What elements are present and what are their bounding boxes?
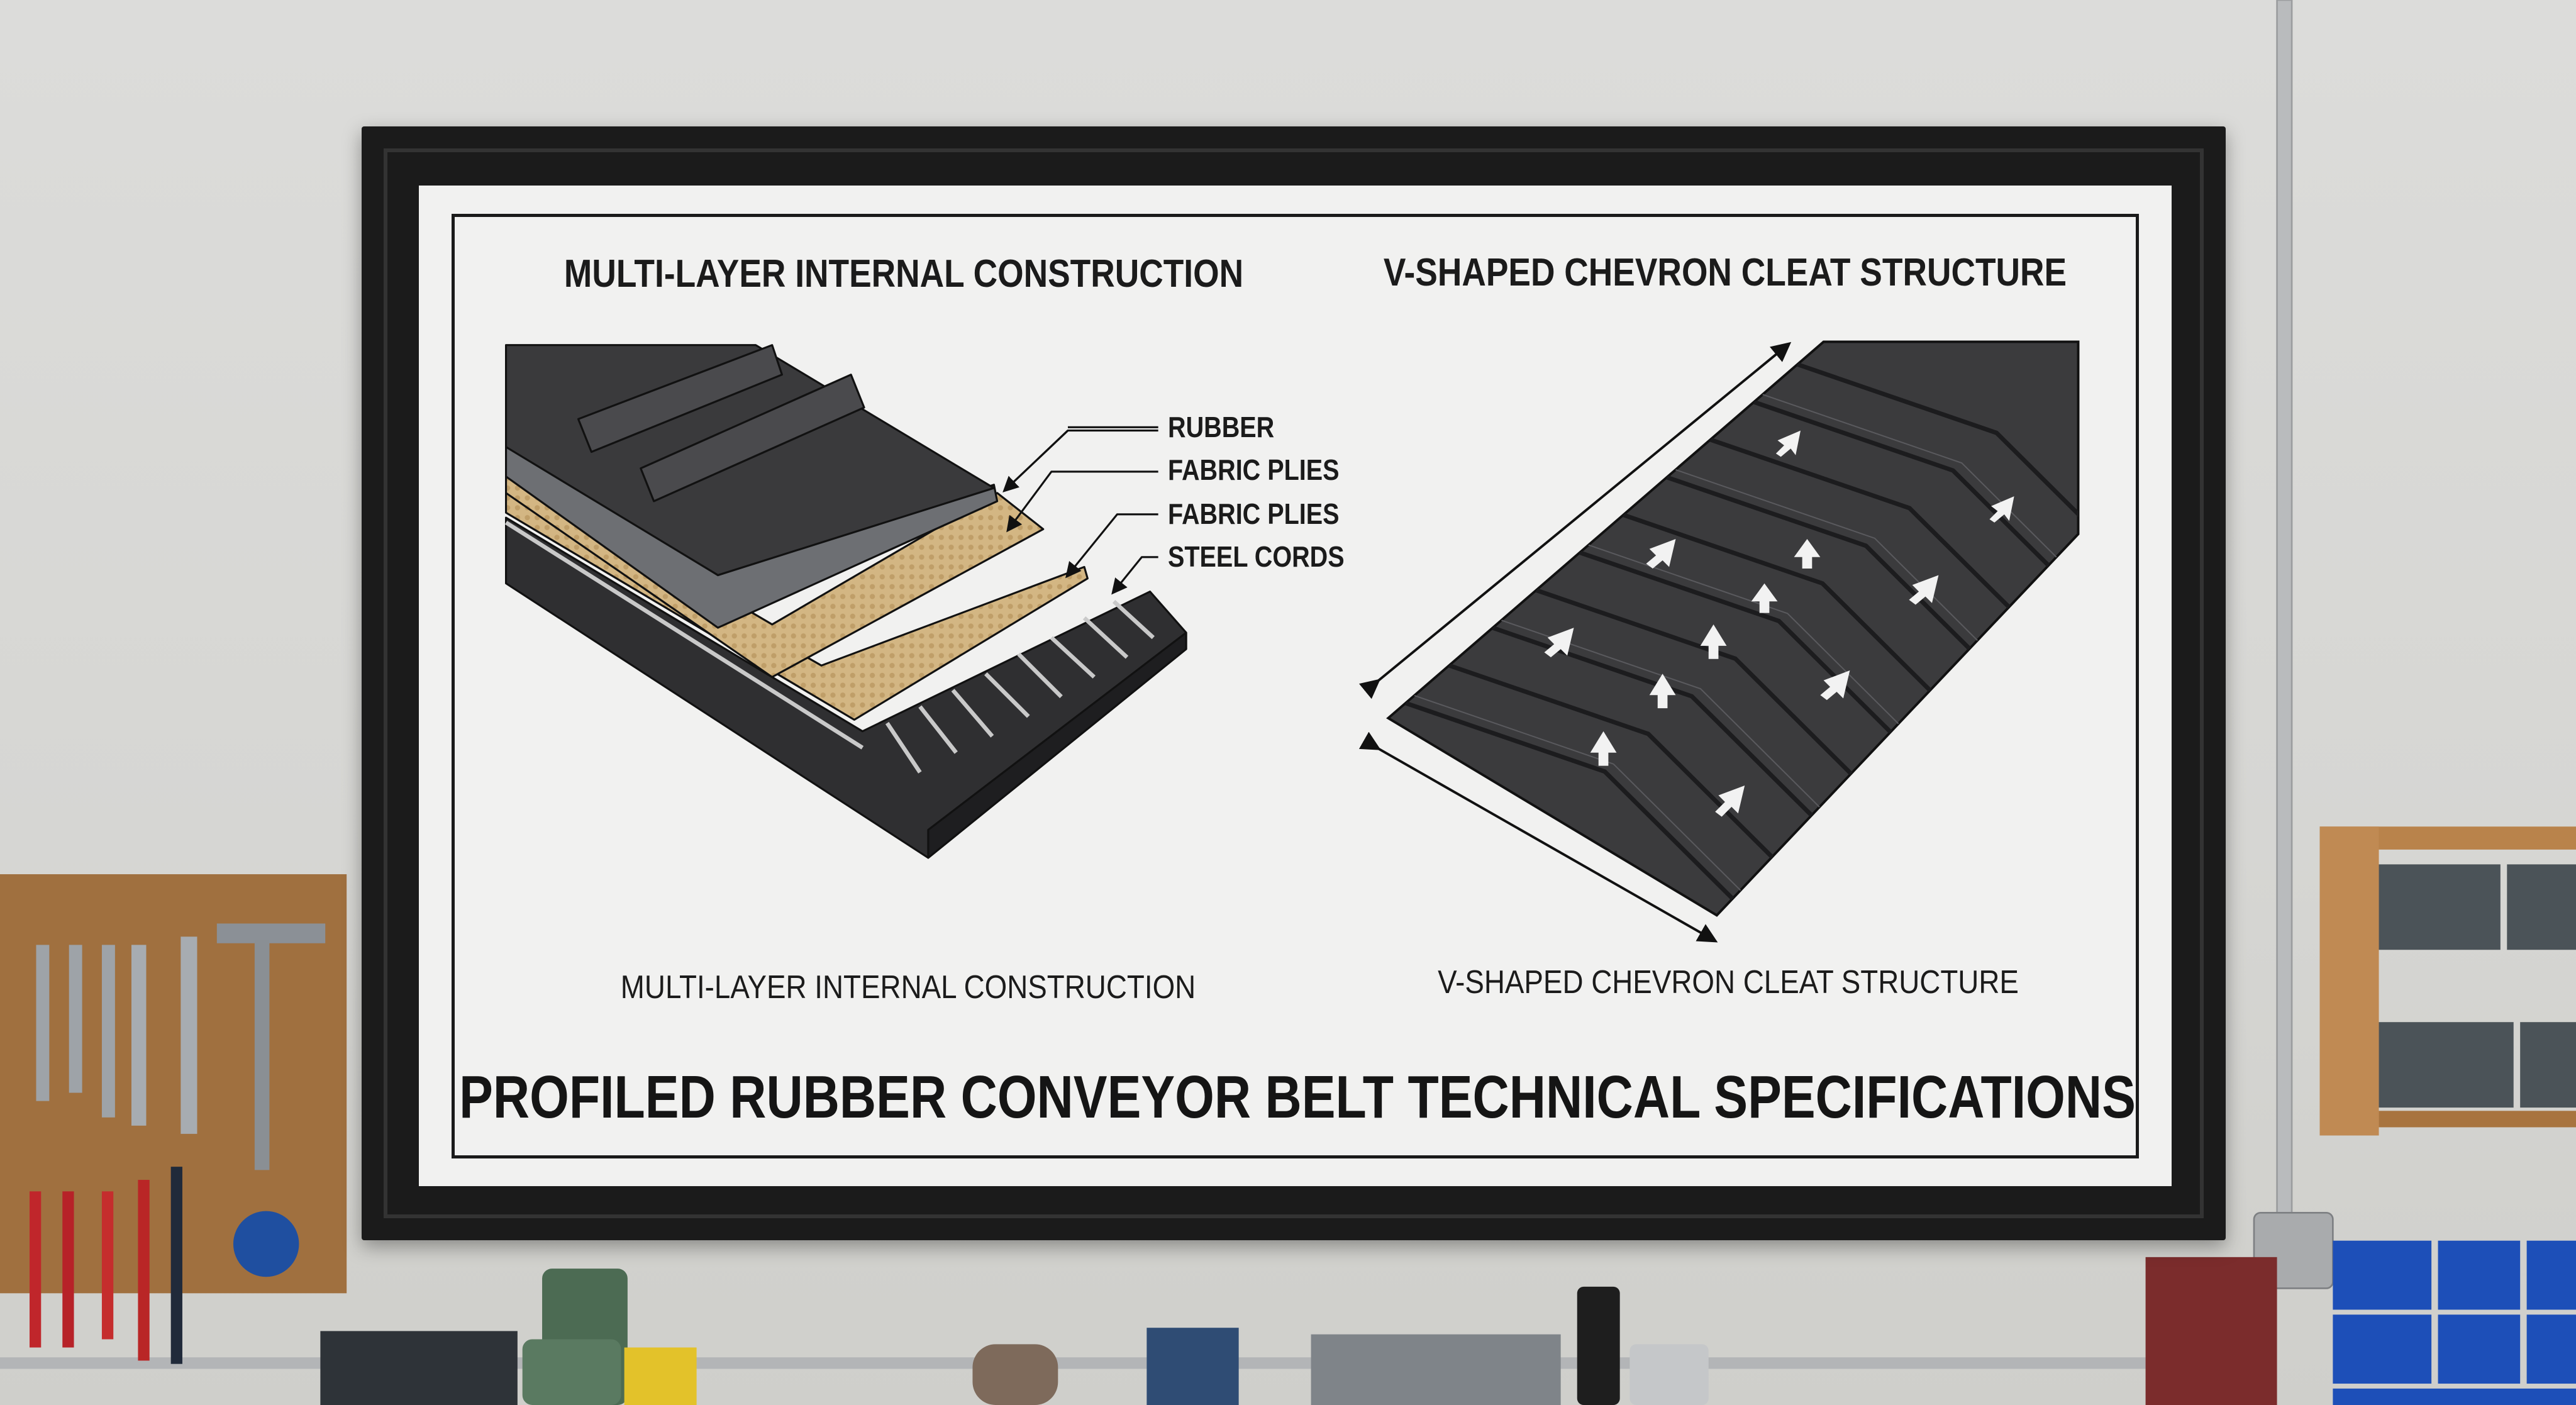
label-fabric-plies-2: FABRIC PLIES <box>1168 497 1340 530</box>
arrow-icon <box>1751 583 1778 613</box>
blue-bins <box>2333 1240 2576 1405</box>
cleat-1 <box>577 344 783 453</box>
arrow-icon <box>1909 575 1939 605</box>
poster-title: PROFILED RUBBER CONVEYOR BELT TECHNICAL … <box>459 1063 2136 1131</box>
frame-inner-edge <box>384 148 2204 1218</box>
poster-border <box>452 214 2139 1158</box>
length-dimension-arrow <box>1358 342 1792 699</box>
right-caption: V-SHAPED CHEVRON CLEAT STRUCTURE <box>1438 964 2019 1001</box>
label-rubber: RUBBER <box>1168 411 1275 443</box>
direction-arrows <box>1544 430 2014 817</box>
arrow-icon <box>1646 539 1676 569</box>
arrow-icon <box>1820 670 1850 701</box>
steel-cords <box>504 521 1155 774</box>
pegboard <box>0 874 347 1364</box>
arrow-icon <box>1775 430 1801 457</box>
arrow-icon <box>1989 496 2014 523</box>
label-steel-cords: STEEL CORDS <box>1168 540 1345 573</box>
fabric-ply-lower <box>505 484 1089 721</box>
arrow-icon <box>1590 731 1617 766</box>
arrow-icon <box>1544 628 1574 658</box>
label-fabric-plies-1: FABRIC PLIES <box>1168 453 1340 486</box>
fabric-ply-upper <box>505 467 1045 679</box>
left-heading: MULTI-LAYER INTERNAL CONSTRUCTION <box>564 252 1244 296</box>
arrow-icon <box>1700 624 1727 659</box>
bench-items <box>320 1257 2277 1405</box>
left-caption: MULTI-LAYER INTERNAL CONSTRUCTION <box>620 969 1196 1006</box>
width-dimension-arrow <box>1358 731 1718 943</box>
chevron-belt-diagram <box>1358 340 2080 943</box>
cleat-2 <box>640 374 865 503</box>
wooden-shelf <box>2319 826 2576 1136</box>
right-heading: V-SHAPED CHEVRON CLEAT STRUCTURE <box>1383 251 2067 294</box>
arrow-icon <box>1649 674 1676 709</box>
arrow-icon <box>1794 539 1821 569</box>
arrow-icon <box>1715 785 1745 817</box>
multi-layer-belt-diagram <box>504 344 1187 859</box>
